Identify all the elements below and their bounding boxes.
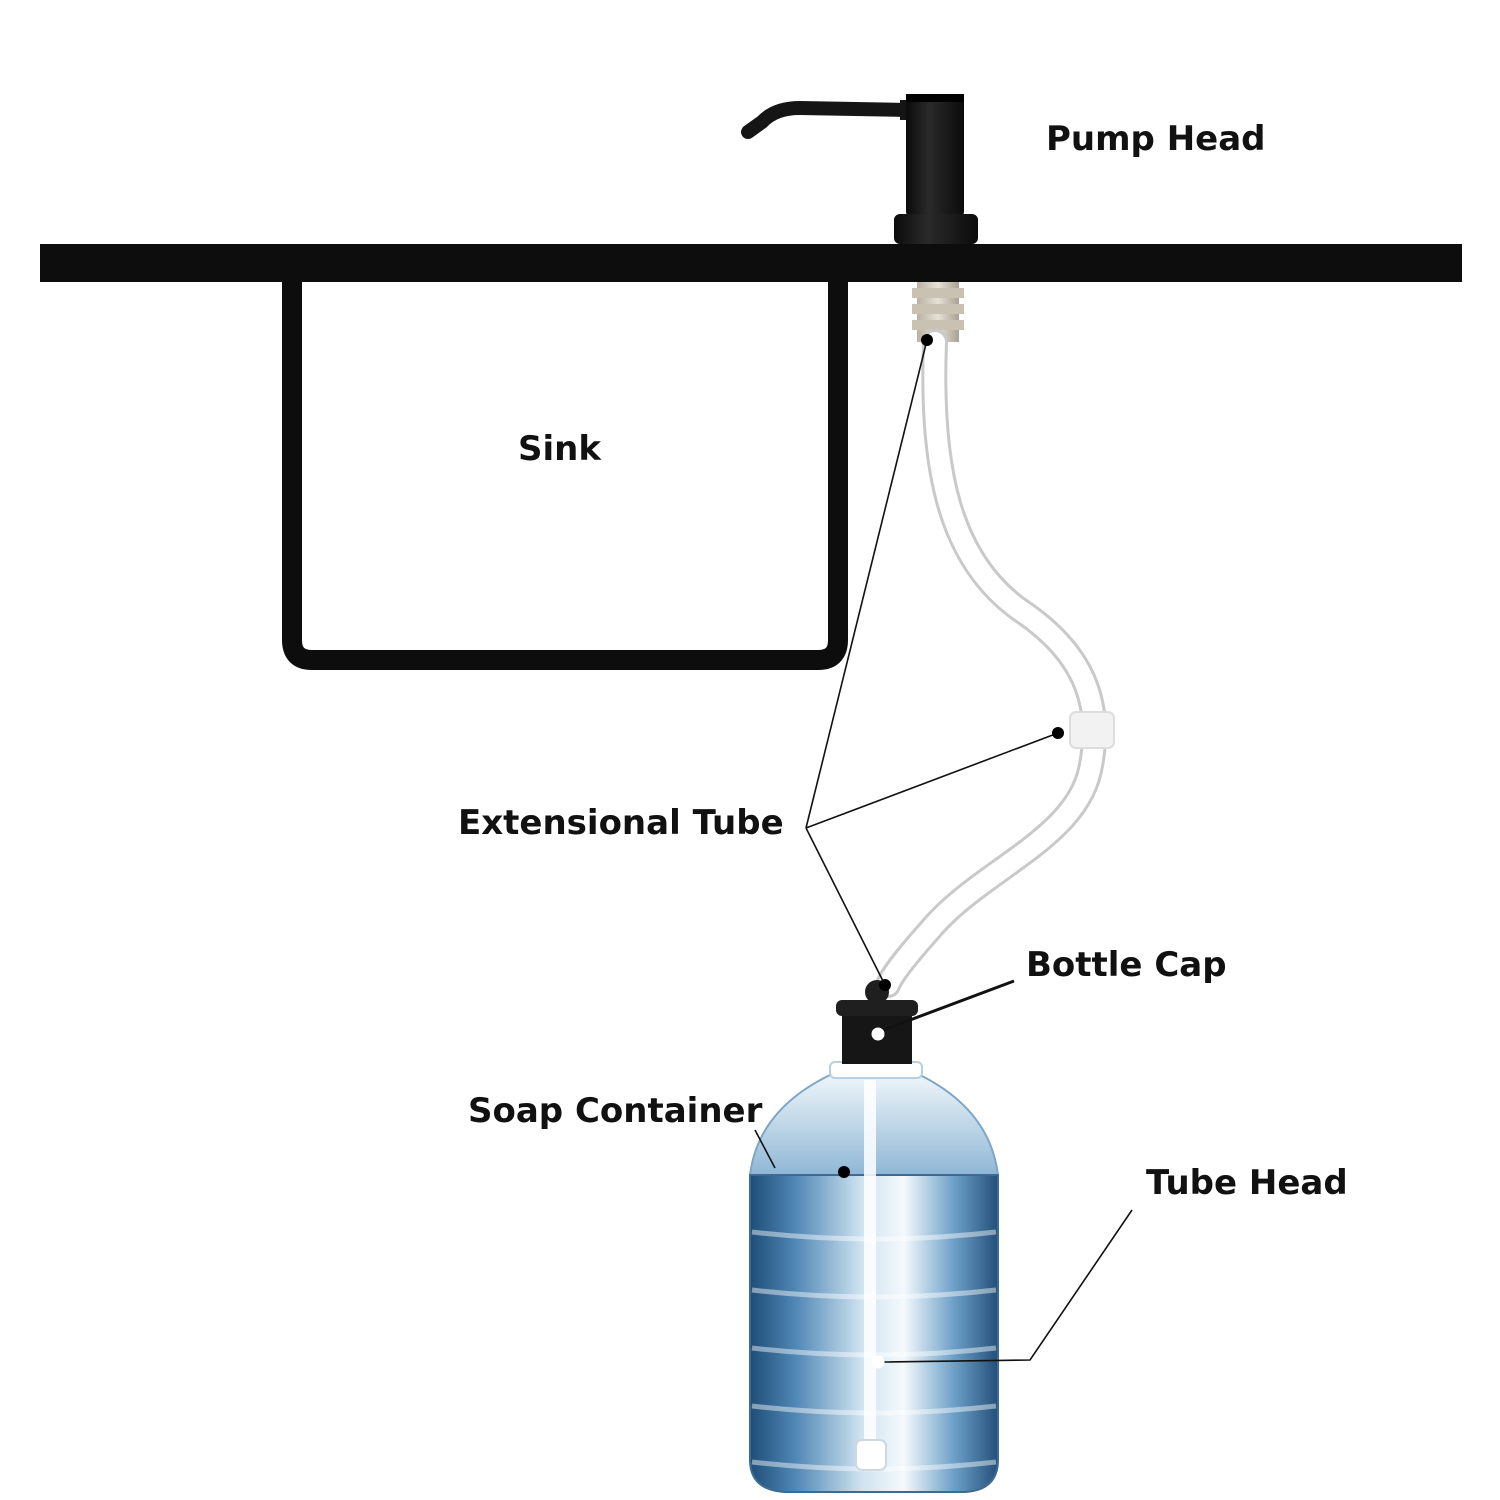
dot-tube-connector [1052,727,1064,739]
dot-tube-lower [879,979,891,991]
dot-tube-upper [921,334,933,346]
pump-spout [741,100,917,139]
countertop [40,244,1462,282]
leader-tube-head [881,1209,1133,1363]
sink-basin [282,282,848,670]
pump-head [741,94,978,244]
tube-head-piece [855,1439,887,1471]
leader-lines [754,339,1133,1363]
leader-dots [838,334,1064,1369]
leader-tube-connector [805,732,1059,829]
dip-tube [864,1080,876,1452]
dot-tube-head [871,1355,885,1369]
tube-connector [1069,711,1115,749]
label-tube-head: Tube Head [1146,1163,1348,1203]
dot-soap-container [838,1166,850,1178]
pump-body [906,94,964,216]
label-extensional-tube: Extensional Tube [458,803,784,843]
label-pump-head: Pump Head [1046,119,1266,159]
leader-bottle-cap [877,979,1015,1034]
threaded-shank [912,282,964,342]
soap-container-bottle [748,1061,1000,1493]
leader-tube-lower [805,827,886,986]
bottle-neck-ring [829,1061,923,1079]
pump-base-flange [894,214,978,244]
extensional-tube [875,329,1115,998]
leader-tube-upper [805,339,928,829]
leader-soap-container [754,1129,776,1169]
pump-top-cap [906,94,964,102]
label-bottle-cap: Bottle Cap [1026,945,1227,985]
label-sink: Sink [518,429,602,469]
label-soap-container: Soap Container [468,1091,763,1131]
dot-bottle-cap [871,1027,885,1041]
